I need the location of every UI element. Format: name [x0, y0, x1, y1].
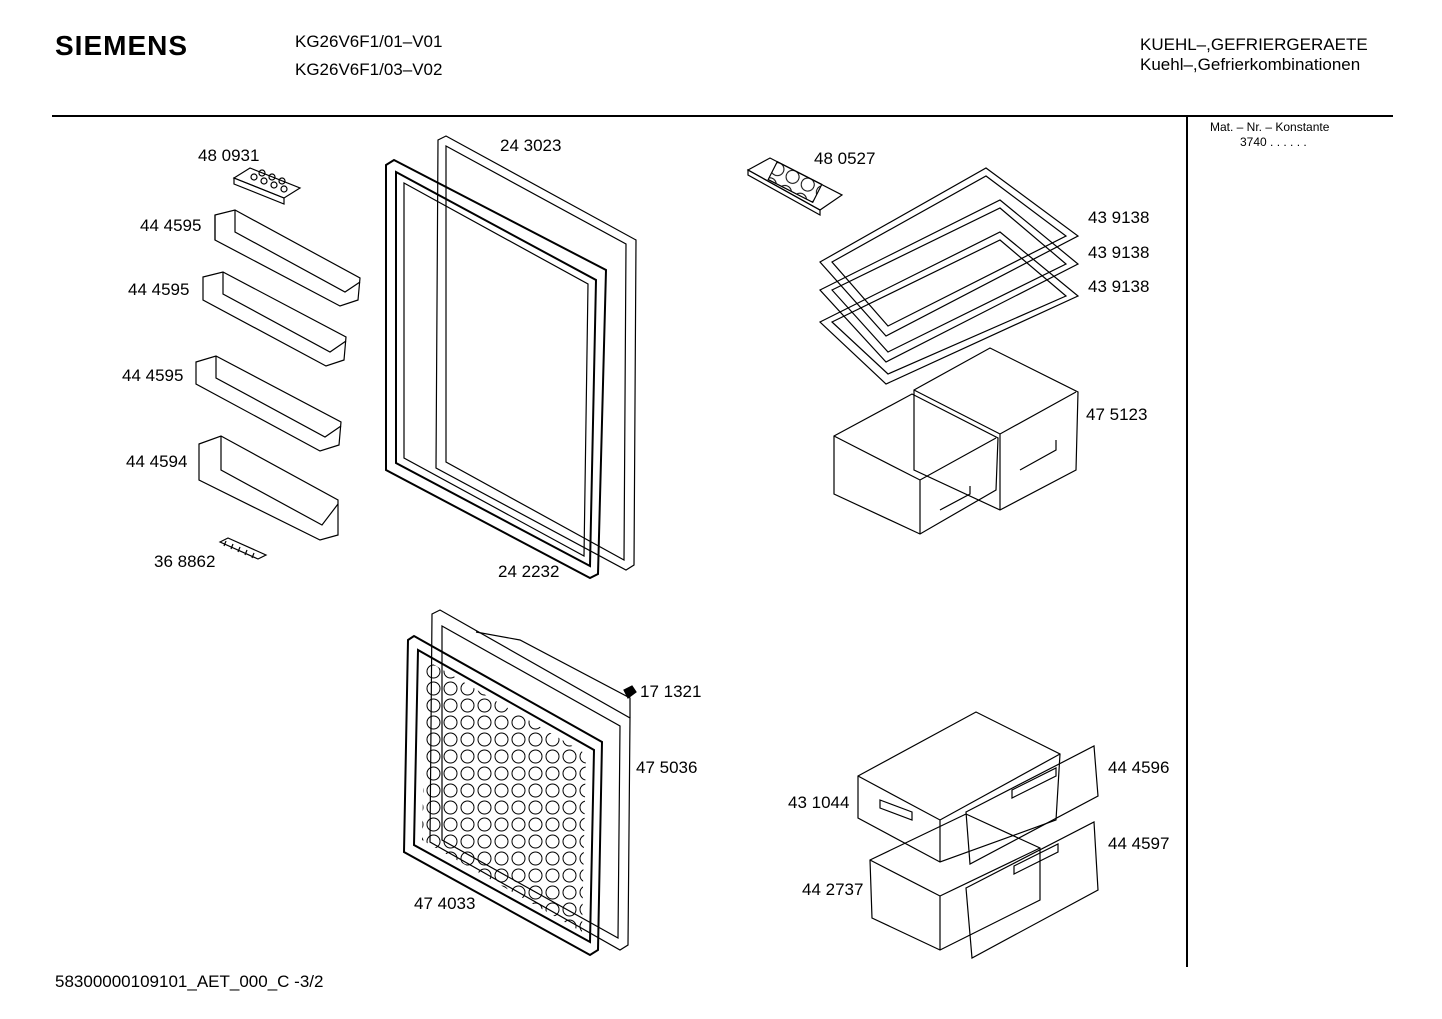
material-number-title: Mat. – Nr. – Konstante	[1210, 120, 1330, 134]
part-label: 44 4597	[1108, 834, 1170, 853]
category-subtitle: Kuehl–,Gefrierkombinationen	[1140, 55, 1361, 74]
door-gasket	[385, 158, 608, 580]
part-label: 48 0931	[198, 146, 260, 165]
glass-shelf-1	[819, 167, 1080, 337]
part-label: 44 4595	[128, 280, 190, 299]
document-footer-code: 58300000109101_AET_000_C -3/2	[55, 972, 324, 991]
part-label: 36 8862	[154, 552, 216, 571]
part-label: 43 9138	[1088, 208, 1150, 227]
crisper-bin-right	[913, 347, 1079, 511]
door-shelf-3	[195, 355, 342, 452]
part-label: 17 1321	[640, 682, 702, 701]
clip-part	[218, 537, 268, 560]
door-shelf-2	[202, 271, 347, 367]
part-label: 24 2232	[498, 562, 560, 581]
part-label: 43 9138	[1088, 277, 1150, 296]
brand-logo: SIEMENS	[55, 30, 189, 61]
glass-shelf-3	[818, 231, 1080, 385]
part-label: 47 4033	[414, 894, 476, 913]
part-label: 44 4596	[1108, 758, 1170, 777]
glass-shelf-2	[819, 199, 1080, 363]
part-label: 44 4595	[122, 366, 184, 385]
freezer-drawer-lower	[869, 813, 1041, 951]
door-inner-panel	[435, 135, 637, 571]
material-number-box: Mat. – Nr. – Konstante 3740 . . . . . .	[1210, 120, 1329, 150]
door-shelf-4	[198, 435, 339, 541]
part-label: 47 5036	[636, 758, 698, 777]
material-number-value: 3740 . . . . . .	[1240, 135, 1307, 149]
part-label: 44 4594	[126, 452, 188, 471]
ice-tray-part	[746, 157, 844, 217]
crisper-bin-left	[833, 393, 999, 535]
part-label: 44 4595	[140, 216, 202, 235]
hinge-cap-part	[623, 685, 637, 699]
part-label: 43 1044	[788, 793, 850, 812]
part-label: 24 3023	[500, 136, 562, 155]
drawer-front-upper	[965, 745, 1099, 865]
part-label: 48 0527	[814, 149, 876, 168]
part-label: 44 2737	[802, 880, 864, 899]
model-number-1: KG26V6F1/01–V01	[295, 32, 443, 51]
drawer-front-lower	[965, 821, 1099, 959]
part-label: 47 5123	[1086, 405, 1148, 424]
door-shelf-1	[214, 209, 361, 307]
freezer-drawer-upper	[857, 711, 1061, 863]
part-label: 43 9138	[1088, 243, 1150, 262]
model-number-2: KG26V6F1/03–V02	[295, 60, 443, 79]
egg-tray-part	[232, 167, 302, 205]
category-title: KUEHL–,GEFRIERGERAETE	[1140, 35, 1368, 54]
